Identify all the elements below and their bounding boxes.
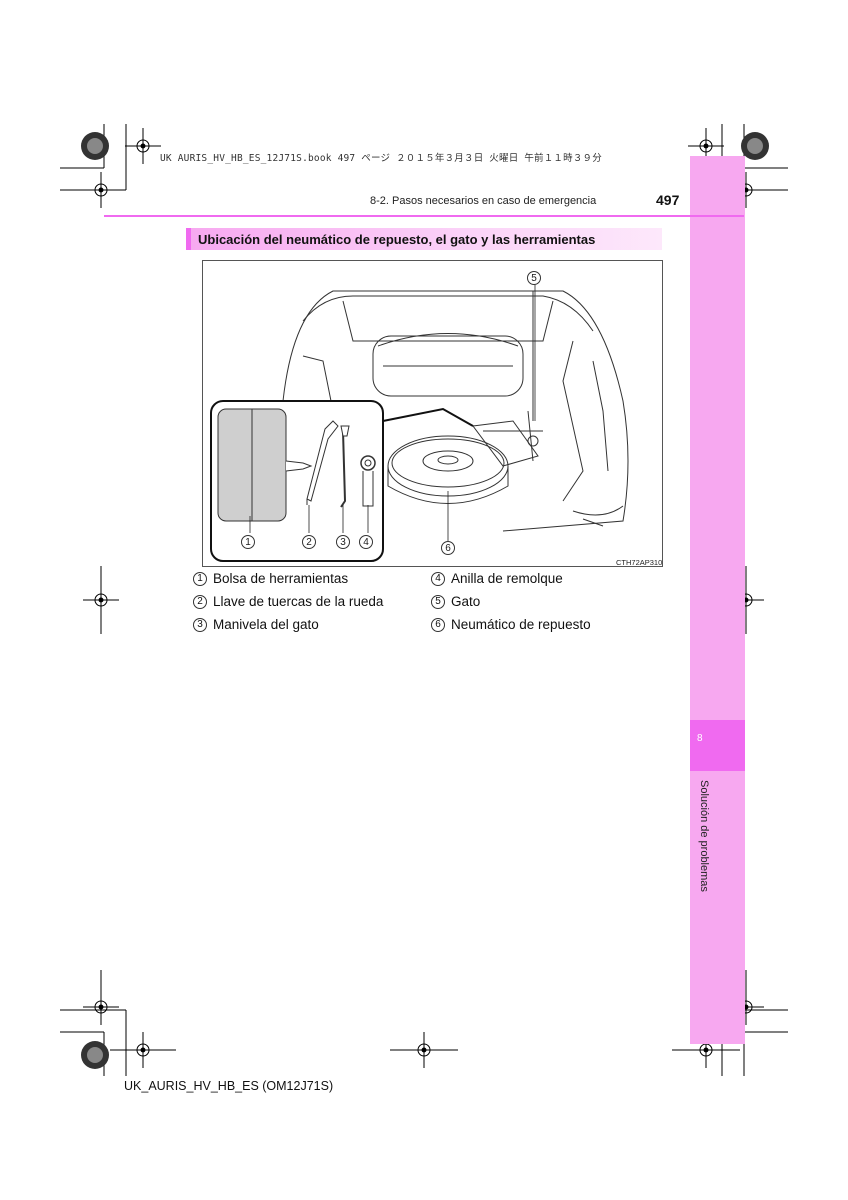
legend-number: 3: [193, 617, 207, 632]
legend-number: 5: [431, 594, 445, 609]
spare-tire-figure: 1 2 3 4 5 6: [202, 260, 663, 567]
legend-item: 4 Anilla de remolque: [431, 571, 563, 586]
legend-number: 1: [193, 571, 207, 586]
legend-label: Bolsa de herramientas: [213, 571, 349, 586]
subhead-bar: [186, 228, 191, 250]
chapter-label: Solución de problemas: [698, 780, 710, 892]
chapter-side-tab-active: [690, 720, 745, 771]
print-header: UK AURIS_HV_HB_ES_12J71S.book 497 ページ ２０…: [160, 153, 602, 164]
callout-6: 6: [441, 541, 455, 555]
legend-item: 1 Bolsa de herramientas: [193, 571, 348, 586]
section-title: 8-2. Pasos necesarios en caso de emergen…: [370, 195, 597, 207]
legend-number: 2: [193, 594, 207, 609]
legend-label: Neumático de repuesto: [451, 617, 591, 632]
legend-number: 6: [431, 617, 445, 632]
legend-label: Manivela del gato: [213, 617, 319, 632]
subhead-background: [186, 228, 662, 250]
callout-5: 5: [527, 271, 541, 285]
header-rule: [104, 215, 744, 217]
callout-4: 4: [359, 535, 373, 549]
page-number: 497: [656, 192, 680, 208]
legend-label: Llave de tuercas de la rueda: [213, 594, 384, 609]
legend-item: 3 Manivela del gato: [193, 617, 319, 632]
legend-label: Gato: [451, 594, 481, 609]
footer-document-code: UK_AURIS_HV_HB_ES (OM12J71S): [124, 1079, 334, 1093]
trunk-illustration: [210, 285, 629, 562]
figure-code: CTH72AP310: [616, 558, 663, 567]
subhead-title: Ubicación del neumático de repuesto, el …: [198, 232, 596, 247]
callout-2: 2: [302, 535, 316, 549]
legend-number: 4: [431, 571, 445, 586]
legend-item: 5 Gato: [431, 594, 480, 609]
chapter-number: 8: [697, 733, 703, 744]
callout-1: 1: [241, 535, 255, 549]
chapter-side-tab: [690, 156, 745, 1044]
callout-3: 3: [336, 535, 350, 549]
legend-item: 2 Llave de tuercas de la rueda: [193, 594, 383, 609]
legend-label: Anilla de remolque: [451, 571, 563, 586]
legend-item: 6 Neumático de repuesto: [431, 617, 591, 632]
